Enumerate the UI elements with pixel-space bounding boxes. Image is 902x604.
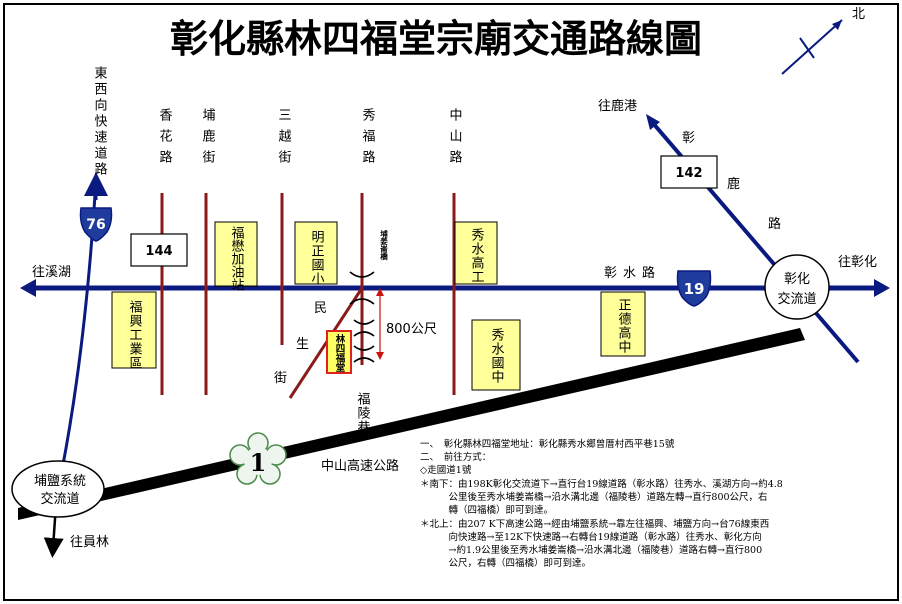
- label-east-west-expressway: 東西向快速道路: [92, 65, 108, 178]
- info-line-4: ＊南下：由198K彰化交流道下→直行台19線道路（彰水路）往秀水、溪湖方向→約4…: [420, 478, 783, 490]
- shield-144-number: 144: [145, 244, 172, 259]
- compass-arrowhead: [832, 20, 842, 30]
- label-changshui-road: 彰水路: [604, 265, 661, 281]
- svg-text:鹿: 鹿: [727, 176, 740, 192]
- info-line-3: ◇走國道1號: [420, 464, 472, 476]
- shield-142: 142: [660, 155, 718, 189]
- label-fuling-lane: 福陵巷: [355, 392, 371, 434]
- puyan-interchange: 埔鹽系統 交流道: [11, 460, 105, 518]
- puyan-interchange-line2: 交流道: [40, 491, 79, 507]
- compass-crossbar: [799, 37, 815, 59]
- directions-info: 一、 彰化縣林四福堂地址：彰化縣秀水鄉曾厝村西平巷15號 二、 前往方式： ◇走…: [420, 438, 783, 569]
- label-freeway: 中山高速公路: [321, 458, 399, 474]
- landmark-mingzheng-elem: 明正國小: [294, 221, 338, 286]
- map-frame: [3, 3, 899, 601]
- to-lugang-arrowhead: [646, 114, 660, 130]
- distance-indicator: 800公尺: [376, 288, 437, 360]
- direction-to-yuanlin: 往員林: [70, 535, 109, 550]
- info-line-8: 向快速路→至12K下快速路→右轉台19線道路（彰水路）往秀水、彰化方向: [420, 531, 762, 543]
- direction-to-lugang: 往鹿港: [598, 98, 637, 114]
- shield-76-number: 76: [86, 217, 105, 233]
- shield-144: 144: [130, 233, 188, 267]
- label-xianghua-road: 香花路: [157, 108, 173, 171]
- info-line-9: →約1.9公里後至秀水埔姜崙橋→沿水溝北邊（福陵巷）道路右轉→直行800: [420, 544, 762, 556]
- compass-north-label: 北: [852, 7, 865, 22]
- svg-text:民: 民: [314, 301, 327, 316]
- label-zhongshan-road: 中山路: [447, 108, 463, 171]
- compass-arrow: [781, 19, 843, 75]
- label-minsheng-street: 民 生 街: [274, 301, 327, 386]
- shield-76: 76: [79, 207, 113, 242]
- landmark-mingzheng-label: 明正國小: [309, 230, 325, 286]
- shield-freeway-1-number: 1: [250, 448, 267, 477]
- direction-to-changhua: 往彰化: [838, 254, 877, 270]
- svg-text:路: 路: [768, 216, 781, 232]
- label-sanyue-street: 三越街: [276, 108, 292, 171]
- direction-to-xihu: 往溪湖: [32, 265, 71, 280]
- shield-19: 19: [676, 270, 712, 307]
- puyan-interchange-line1: 埔鹽系統: [34, 474, 86, 489]
- landmark-zhengde-label: 正德高中: [616, 298, 632, 354]
- bridge-markers: [349, 271, 375, 363]
- landmark-fuxing-industrial: 福興工業區: [111, 291, 157, 370]
- label-pulu-street: 埔鹿街: [200, 108, 216, 171]
- svg-text:彰: 彰: [682, 130, 695, 146]
- shield-freeway-1: 1: [229, 432, 287, 485]
- info-line-10: 公尺，右轉（四福橋）即可到達。: [420, 557, 591, 569]
- info-line-6: 轉（四福橋）即可到達。: [420, 504, 553, 516]
- info-line-1: 一、 彰化縣林四福堂地址：彰化縣秀水鄉曾厝村西平巷15號: [420, 438, 675, 450]
- changhua-interchange: 彰化 交流道: [764, 254, 830, 320]
- landmark-xiushui-junior: 秀水國中: [471, 319, 521, 391]
- landmark-fuhui-gas-label: 福懋加油站: [229, 226, 245, 291]
- compass: 北: [781, 7, 865, 75]
- distance-label: 800公尺: [386, 322, 437, 337]
- landmark-xiushui-vocational-label: 秀水高工: [469, 228, 485, 284]
- label-xiufu-road: 秀福路: [360, 108, 376, 171]
- info-line-2: 二、 前往方式：: [420, 451, 491, 463]
- landmark-fuxing-industrial-label: 福興工業區: [127, 300, 143, 370]
- changhua-interchange-line2: 交流道: [777, 291, 816, 307]
- landmark-zhengde-high: 正德高中: [600, 291, 646, 357]
- west-arrowhead: [20, 279, 36, 297]
- bridge-label: 埔姜崙橋: [379, 229, 388, 261]
- info-line-5: 公里後至秀水埔姜崙橋→沿水溝北邊（福陵巷）道路左轉→直行800公尺，右: [420, 491, 768, 503]
- east-arrowhead: [874, 279, 890, 297]
- label-changlu-road: 彰 鹿 路: [682, 130, 781, 232]
- temple-label: 林四福堂: [334, 333, 347, 372]
- freeway-road: [18, 328, 805, 520]
- svg-text:街: 街: [274, 371, 287, 386]
- map-title: 彰化縣林四福堂宗廟交通路線圖: [170, 17, 702, 61]
- info-line-7: ＊北上：由207 K下高速公路→經由埔鹽系統→靠左往福興、埔鹽方向→台76線東西: [420, 518, 769, 530]
- landmark-fuhui-gas: 福懋加油站: [214, 221, 258, 291]
- changhua-interchange-line1: 彰化: [784, 271, 810, 287]
- svg-text:生: 生: [296, 337, 309, 352]
- landmark-temple: 林四福堂: [326, 330, 352, 374]
- shield-142-number: 142: [675, 166, 702, 181]
- shield-19-number: 19: [684, 280, 705, 298]
- landmark-xiushui-junior-label: 秀水國中: [489, 328, 505, 384]
- landmark-xiushui-vocational: 秀水高工: [454, 221, 498, 285]
